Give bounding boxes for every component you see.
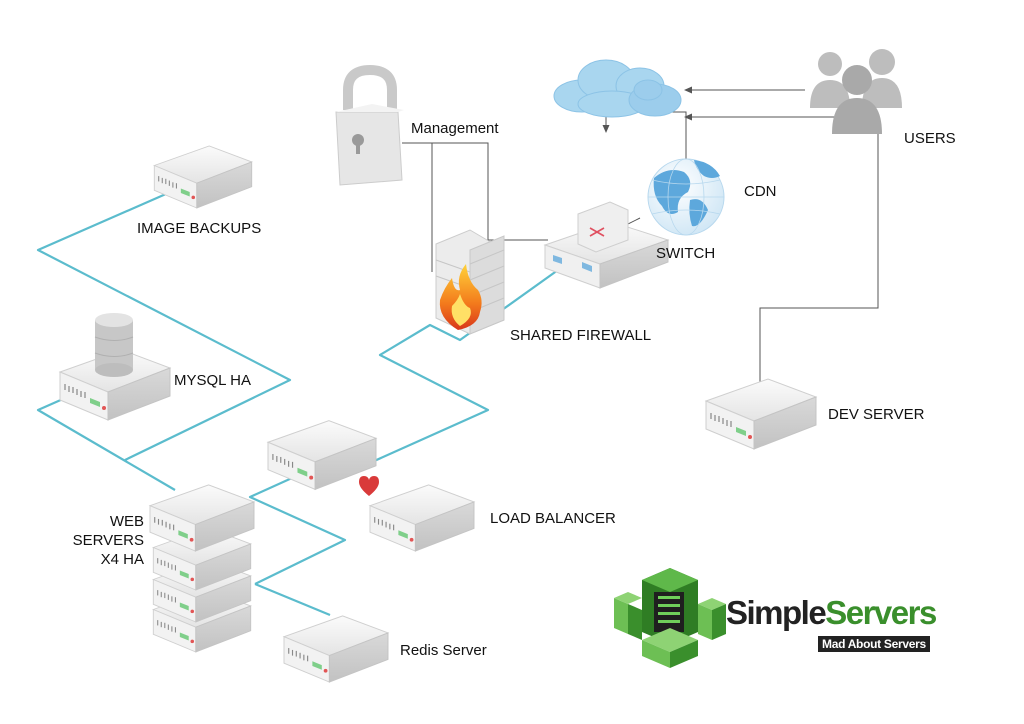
logo-tagline: Mad About Servers [818, 636, 930, 652]
web-servers-label-line3: X4 HA [100, 551, 144, 568]
switch-arrows-icon [589, 227, 605, 237]
database-icon [94, 313, 134, 377]
users-icon [810, 49, 902, 134]
globe-icon [647, 158, 725, 236]
simpleservers-logo-icon [614, 568, 726, 668]
logo-word-green: Servers [825, 594, 937, 631]
users-label: USERS [904, 130, 956, 147]
web-servers-label-line2: SERVERS [72, 532, 144, 549]
dev-server [705, 378, 817, 450]
mysql-ha-label: MYSQL HA [174, 372, 251, 389]
redis-server-label: Redis Server [400, 642, 487, 659]
image-backups-label: IMAGE BACKUPS [137, 220, 262, 237]
heart-icon [359, 476, 379, 496]
shared-firewall-label: SHARED FIREWALL [510, 327, 652, 344]
management-links [402, 89, 879, 393]
image-backups-server [153, 145, 253, 209]
web-servers-label: WEB SERVERS X4 HA [60, 512, 144, 569]
simpleservers-logo-wordmark: SimpleServers [726, 594, 937, 632]
logo-word-dark: Simple [726, 594, 827, 631]
cdn-label: CDN [744, 183, 777, 200]
dev-server-label: DEV SERVER [828, 406, 925, 423]
lock-icon [335, 64, 404, 186]
link-image-backups [36, 188, 292, 461]
switch-label: SWITCH [656, 245, 716, 262]
link-lb-web [248, 476, 347, 585]
load-balancer-label: LOAD BALANCER [490, 510, 616, 527]
management-label: Management [411, 120, 499, 137]
firewall-icon [435, 229, 505, 335]
web-servers-label-line1: WEB [109, 513, 144, 530]
link-web-redis [254, 582, 331, 617]
load-balancer-server-b [369, 484, 475, 552]
web-servers-stack [149, 484, 255, 653]
cloud-icon [553, 59, 682, 118]
redis-server [283, 615, 389, 683]
switch-device [543, 201, 670, 289]
arrowheads [602, 86, 692, 133]
